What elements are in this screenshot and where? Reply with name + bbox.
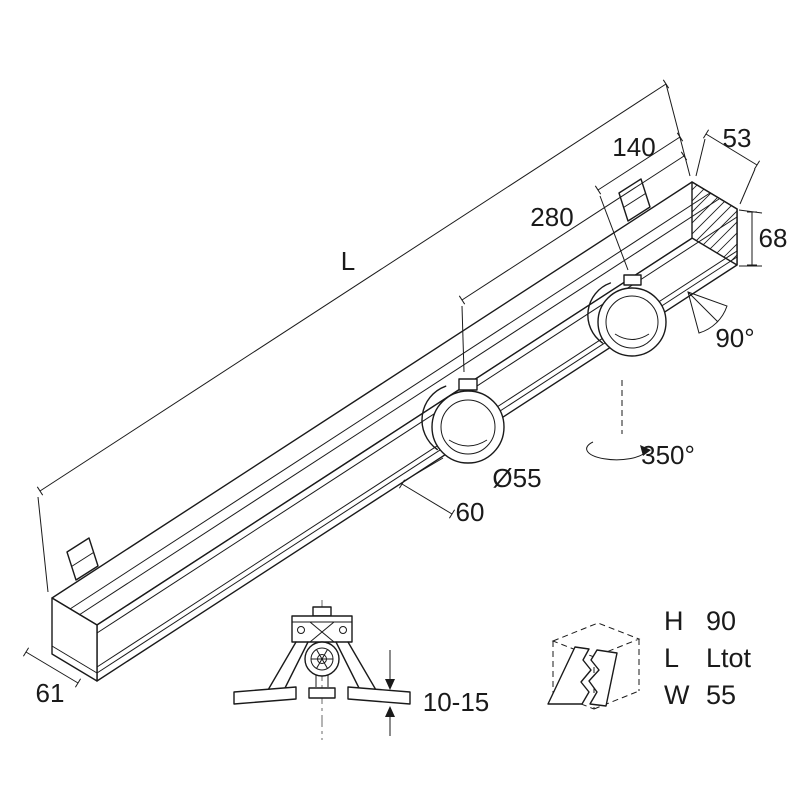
dim-280-label: 280 — [530, 202, 573, 232]
dim-spot-diameter: Ø55 — [492, 463, 541, 493]
spec-row-w-value: 55 — [706, 680, 736, 710]
mounting-clip-right — [618, 178, 651, 222]
bracket-wing-left — [233, 686, 297, 705]
spec-row-w-key: W — [664, 680, 690, 710]
tilt-fan — [687, 291, 728, 334]
spec-row-h-key: H — [664, 606, 684, 636]
clamp-range-label: 10-15 — [423, 687, 490, 717]
spec-row-l-key: L — [664, 643, 679, 673]
spotlight-front-pivot — [458, 378, 478, 391]
dim-140-label: 140 — [612, 132, 655, 162]
spotlight-rear-pivot — [623, 274, 642, 286]
spec-row-l-value: Ltot — [706, 643, 752, 673]
cut-piece-left — [547, 646, 592, 705]
tilt-angle-label: 90° — [715, 323, 754, 353]
dim-53-label: 53 — [723, 123, 752, 153]
rotation-angle-label: 350° — [641, 440, 695, 470]
dim-61-label: 61 — [36, 678, 65, 708]
dim-60: 60 — [398, 457, 485, 527]
clamp-arrow-down — [385, 679, 395, 690]
rotation-arrow-arc — [586, 441, 647, 461]
spotlight-front-body — [431, 390, 505, 464]
dim-53: 53 — [695, 123, 761, 205]
spotlight-rear — [587, 274, 667, 357]
spotlight-front — [421, 378, 505, 464]
tilt-angle-indicator: 90° — [687, 291, 755, 353]
rotation-angle-indicator: 350° — [586, 380, 695, 470]
rotation-arrowhead — [640, 445, 651, 456]
clamp-range-indicator: 10-15 — [385, 650, 489, 736]
spec-row-h-value: 90 — [706, 606, 736, 636]
dim-140: 140 — [594, 132, 684, 271]
dim-total-length-label: L — [341, 246, 355, 276]
dim-60-label: 60 — [456, 497, 485, 527]
cut-length-symbol — [547, 622, 641, 710]
spec-table: H 90 L Ltot W 55 — [664, 606, 752, 710]
bracket-cross-section — [233, 600, 411, 740]
spot-diameter-label: Ø55 — [492, 463, 541, 493]
mounting-clip-left — [66, 537, 99, 581]
dim-68: 68 — [738, 209, 788, 267]
dim-280: 280 — [458, 151, 688, 373]
track-profile — [51, 181, 738, 682]
spotlight-rear-body — [597, 287, 667, 357]
dim-61: 61 — [22, 647, 82, 708]
bracket-wing-right — [347, 686, 411, 705]
dim-total-length: L — [36, 79, 691, 593]
cut-piece-right — [588, 649, 618, 707]
dim-68-label: 68 — [759, 223, 788, 253]
clamp-arrow-up — [385, 706, 395, 717]
